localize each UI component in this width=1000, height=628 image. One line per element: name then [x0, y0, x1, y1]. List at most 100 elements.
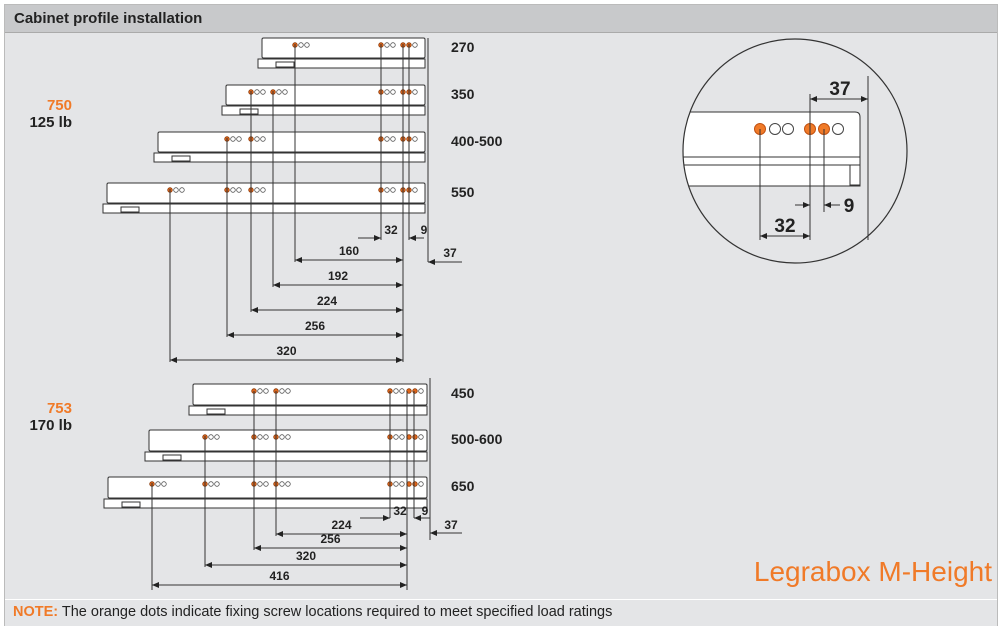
screw-hole	[254, 187, 260, 193]
dim-192-label: 192	[328, 269, 348, 283]
dim-9b-arrow	[414, 515, 421, 521]
screw-hole	[257, 481, 263, 487]
drawer-rail-650-label: 650	[451, 478, 475, 494]
screw-hole	[384, 89, 390, 95]
screw-hole	[254, 89, 260, 95]
screw-hole	[418, 388, 424, 394]
screw-hole	[260, 187, 266, 193]
screw-hole	[257, 388, 263, 394]
dim-32-arrow	[374, 235, 381, 241]
rail-body	[106, 182, 426, 204]
drawer-rail-500-600-label: 500-600	[451, 431, 503, 447]
dim-320-arrow-left	[170, 357, 177, 363]
screw-hole	[393, 481, 399, 487]
dim-37b-arrow	[430, 530, 437, 536]
screw-hole	[298, 42, 304, 48]
screw-hole	[260, 136, 266, 142]
drawer-rail-650	[103, 476, 428, 509]
note-label: NOTE:	[13, 604, 59, 620]
screw-hole	[254, 136, 260, 142]
dim-224-b-arrow-right	[400, 531, 407, 537]
screw-hole	[279, 388, 285, 394]
screw-hole	[384, 42, 390, 48]
drawer-rail-400-500	[153, 131, 426, 163]
screw-hole	[230, 136, 236, 142]
screw-hole	[399, 481, 405, 487]
inset-9-arrow	[824, 202, 831, 208]
screw-hole	[390, 136, 396, 142]
rail-body	[157, 131, 426, 153]
dim-9b-label: 9	[422, 504, 429, 518]
inset-37-arrow	[861, 96, 868, 102]
drawer-rail-270	[257, 37, 426, 69]
screw-hole	[263, 388, 269, 394]
screw-hole	[384, 136, 390, 142]
screw-hole	[214, 434, 220, 440]
rail-clip	[171, 155, 191, 162]
load-rating-753: 753 170 lb	[4, 400, 72, 434]
page-title: Cabinet profile installation	[14, 10, 203, 27]
rail-runner	[144, 451, 428, 462]
load-rating-750: 750 125 lb	[4, 97, 72, 131]
dim-256-b-arrow-left	[254, 545, 261, 551]
dim-256-arrow-right	[396, 332, 403, 338]
dim-37-arrow	[428, 259, 435, 265]
screw-hole	[418, 434, 424, 440]
rail-body	[148, 429, 428, 452]
rail-runner	[102, 203, 426, 214]
screw-hole	[390, 42, 396, 48]
dim-416-arrow-left	[152, 582, 159, 588]
screw-hole	[208, 434, 214, 440]
dim-37-label: 37	[443, 246, 457, 260]
screw-dot-orange	[412, 481, 418, 487]
note-text: NOTE: The orange dots indicate fixing sc…	[13, 604, 612, 620]
dim-320-label: 320	[276, 344, 296, 358]
screw-dot-orange	[412, 434, 418, 440]
inset-circle	[682, 38, 908, 264]
dim-32-label: 32	[384, 223, 398, 237]
screw-hole	[279, 434, 285, 440]
rail-runner	[221, 105, 426, 116]
dim-224-b-arrow-left	[276, 531, 283, 537]
model-753: 753	[46, 400, 72, 417]
screw-hole	[412, 136, 418, 142]
inset-9-arrow	[803, 202, 810, 208]
rail-clip	[206, 408, 226, 415]
rail-runner	[103, 498, 428, 509]
dim-9-arrow	[409, 235, 416, 241]
drawer-rail-450	[188, 383, 428, 416]
screw-hole	[412, 89, 418, 95]
screw-hole	[304, 42, 310, 48]
drawer-rail-400-500-label: 400-500	[451, 133, 503, 149]
drawer-rail-450-label: 450	[451, 385, 475, 401]
rail-body	[261, 37, 426, 59]
screw-hole	[173, 187, 179, 193]
dim-256-label: 256	[305, 319, 325, 333]
dim-192-arrow-left	[273, 282, 280, 288]
dim-320-b-arrow-right	[400, 562, 407, 568]
screw-hole	[418, 481, 424, 487]
screw-hole	[279, 481, 285, 487]
screw-hole	[285, 481, 291, 487]
screw-hole	[257, 434, 263, 440]
screw-hole	[393, 388, 399, 394]
dim-224-arrow-left	[251, 307, 258, 313]
screw-hole	[214, 481, 220, 487]
dim-320-b-label: 320	[296, 549, 316, 563]
inset-37-arrow	[810, 96, 817, 102]
drawer-rail-350	[221, 84, 426, 116]
screw-hole	[769, 123, 781, 135]
dim-320-arrow-right	[396, 357, 403, 363]
screw-hole	[393, 434, 399, 440]
rail-clip	[121, 501, 141, 508]
screw-hole	[208, 481, 214, 487]
inset-rail-runner	[683, 156, 861, 187]
rail-clip	[275, 61, 295, 68]
drawer-rail-500-600	[144, 429, 428, 462]
dim-224-label: 224	[317, 294, 337, 308]
screw-hole	[263, 434, 269, 440]
screw-hole	[236, 136, 242, 142]
drawer-rail-550-label: 550	[451, 184, 475, 200]
screw-hole	[263, 481, 269, 487]
drawer-rail-550	[102, 182, 426, 214]
